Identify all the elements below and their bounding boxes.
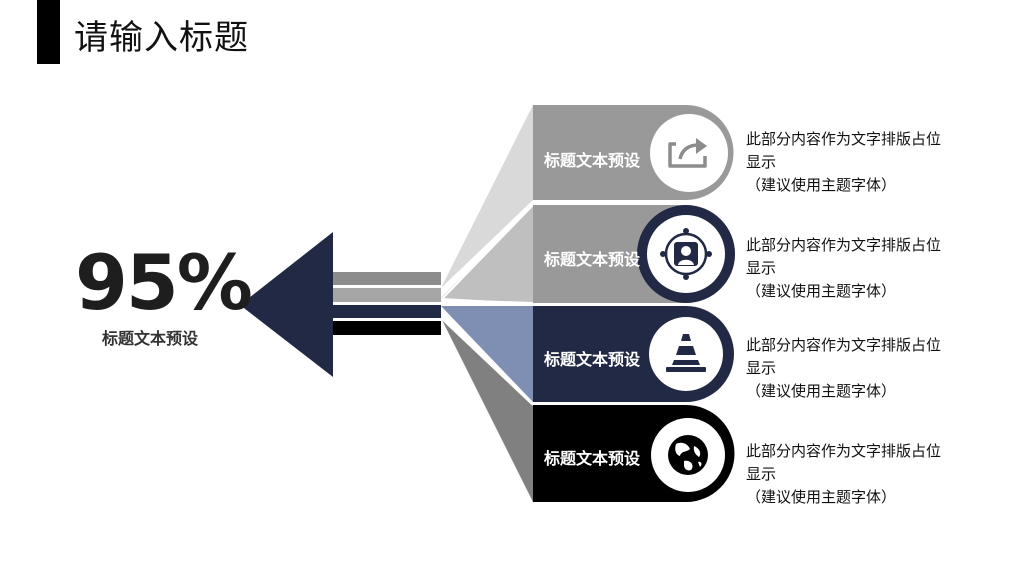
title-accent-bar bbox=[37, 0, 60, 64]
row-description-1: 此部分内容作为文字排版占位 显示 （建议使用主题字体） bbox=[746, 130, 942, 194]
shaft-stripe-3 bbox=[333, 305, 441, 318]
user-target-icon bbox=[660, 228, 712, 280]
row-description-3: 此部分内容作为文字排版占位 显示 （建议使用主题字体） bbox=[746, 336, 942, 400]
page-title: 请输入标题 bbox=[74, 18, 249, 58]
row-description-2: 此部分内容作为文字排版占位 显示 （建议使用主题字体） bbox=[746, 236, 942, 300]
fan-segment-1 bbox=[441, 105, 533, 288]
share-icon bbox=[668, 138, 707, 168]
row-label-2: 标题文本预设 bbox=[544, 250, 641, 269]
shaft-stripe-1 bbox=[333, 272, 441, 285]
row-label-3: 标题文本预设 bbox=[544, 350, 641, 369]
globe-icon bbox=[668, 435, 708, 475]
summary-label: 标题文本预设 bbox=[102, 329, 199, 348]
fan-segment-4 bbox=[441, 318, 533, 502]
row-description-4: 此部分内容作为文字排版占位 显示 （建议使用主题字体） bbox=[746, 442, 942, 506]
shaft-stripe-4 bbox=[333, 321, 441, 335]
row-label-1: 标题文本预设 bbox=[544, 151, 641, 170]
traffic-cone-icon bbox=[666, 334, 706, 372]
shaft-stripe-2 bbox=[333, 288, 441, 302]
summary-percent: 95% bbox=[75, 238, 253, 327]
arrow-head bbox=[240, 232, 333, 377]
row-label-4: 标题文本预设 bbox=[544, 449, 641, 468]
fan-segment-3 bbox=[441, 306, 533, 402]
